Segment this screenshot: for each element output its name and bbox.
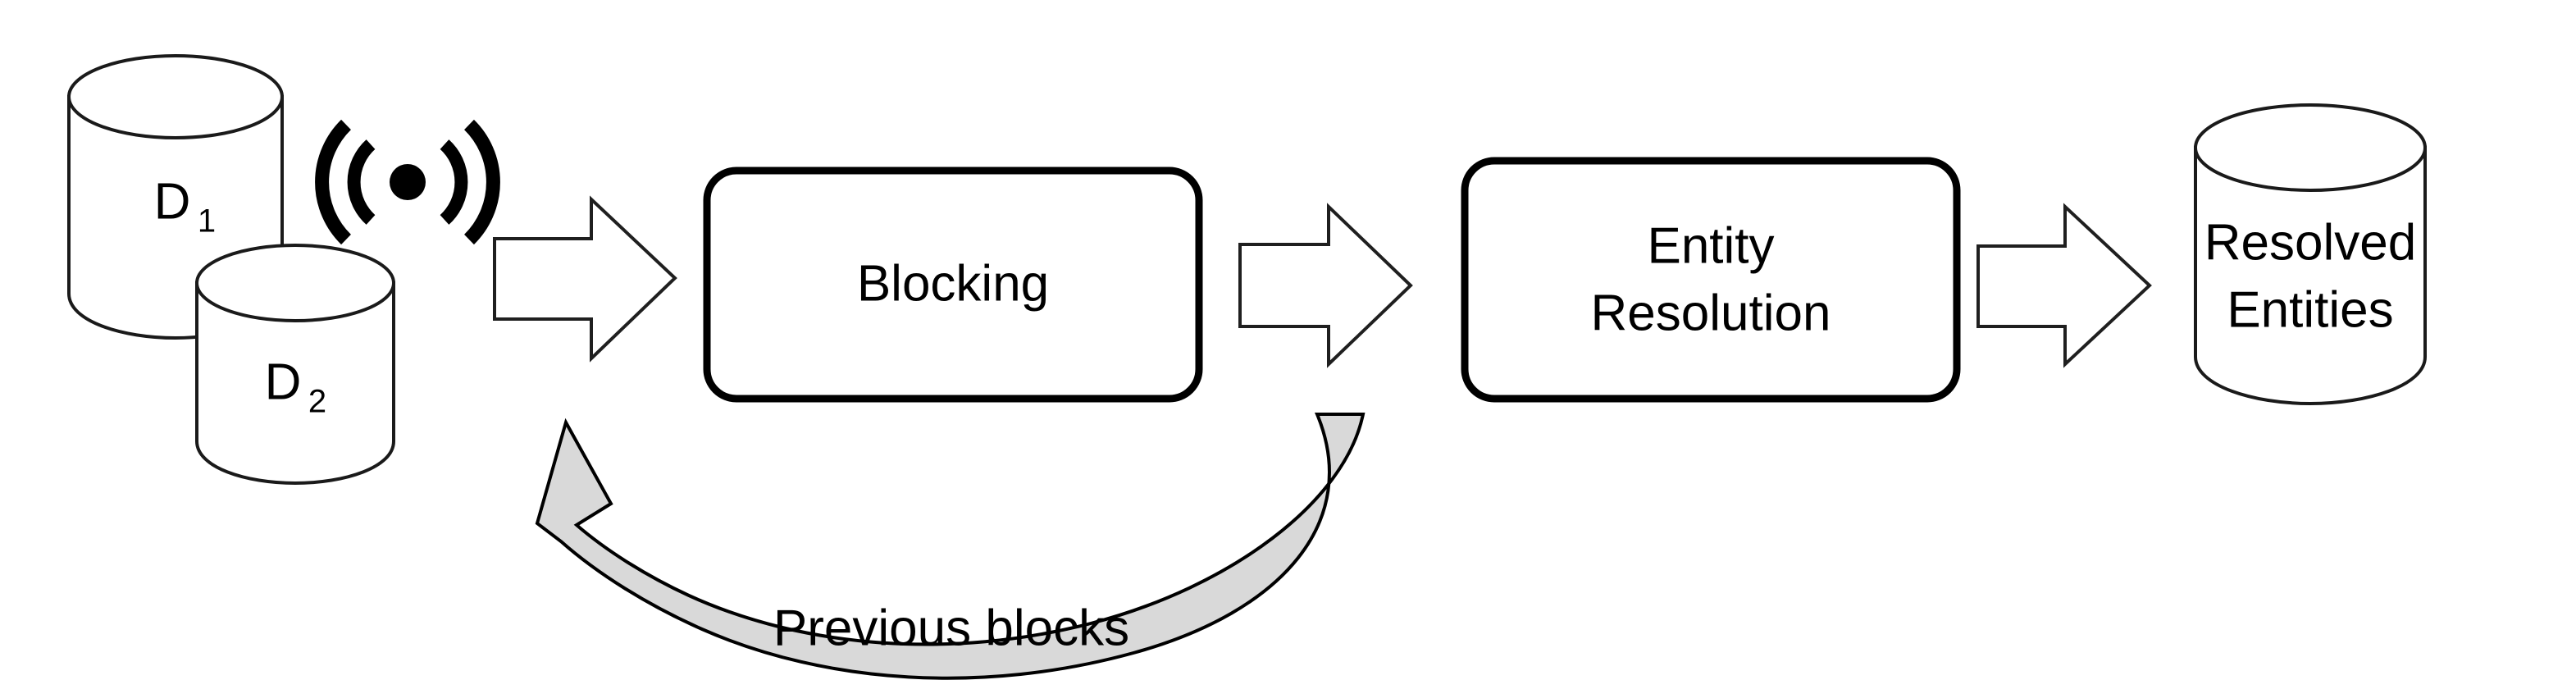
- broadcast-signal-outer-right-arc: [463, 119, 500, 245]
- resolved-entities-label-line-2: Entities: [2227, 281, 2393, 338]
- arrow-sources-to-blocking-shape: [493, 195, 677, 363]
- blocking-process-box[interactable]: [703, 167, 1203, 403]
- resolved-entities-cylinder: [2194, 103, 2427, 406]
- source-db-1-top-ellipse: [67, 54, 284, 139]
- arrow-blocking-to-er-shape: [1238, 203, 1413, 368]
- entity-resolution-process-box[interactable]: [1461, 157, 1961, 403]
- source-db-2-body: [195, 281, 395, 486]
- source-db-2-top-ellipse: [195, 244, 395, 322]
- resolved-entities-body: [2194, 146, 2427, 406]
- entity-resolution-process-box-rect[interactable]: [1461, 157, 1961, 403]
- arrow-er-to-resolved-shape: [1976, 203, 2152, 368]
- source-db-1-subscript: 1: [198, 203, 216, 240]
- source-db-2-label-group: D 2: [265, 354, 327, 419]
- feedback-loop-arrow: [535, 413, 1366, 680]
- blocking-process-label: Blocking: [857, 255, 1049, 312]
- entity-resolution-label-line-1: Entity: [1647, 217, 1774, 274]
- arrow-sources-to-blocking: [493, 195, 677, 363]
- broadcast-signal-icon: [315, 119, 500, 245]
- blocking-process-box-rect[interactable]: [703, 167, 1203, 403]
- feedback-loop-label: Previous blocks: [773, 600, 1129, 656]
- resolved-entities-top-ellipse: [2194, 103, 2427, 192]
- arrow-er-to-resolved: [1976, 203, 2152, 368]
- source-db-2-label: D: [265, 354, 302, 410]
- broadcast-signal-outer-left-arc: [315, 119, 352, 245]
- feedback-loop-ribbon-shape: [535, 413, 1366, 680]
- arrow-blocking-to-er: [1238, 203, 1413, 368]
- broadcast-signal-inner-right-arc: [440, 139, 468, 225]
- entity-resolution-label-line-2: Resolution: [1591, 285, 1831, 341]
- source-db-1-label-group: D 1: [154, 173, 217, 239]
- resolved-entities-label-line-1: Resolved: [2204, 214, 2416, 271]
- source-db-2-subscript: 2: [308, 384, 326, 420]
- source-db-2-cylinder: [195, 244, 395, 486]
- source-db-1-label: D: [154, 173, 191, 230]
- broadcast-signal-center-dot: [390, 164, 426, 200]
- broadcast-signal-inner-left-arc: [347, 139, 376, 225]
